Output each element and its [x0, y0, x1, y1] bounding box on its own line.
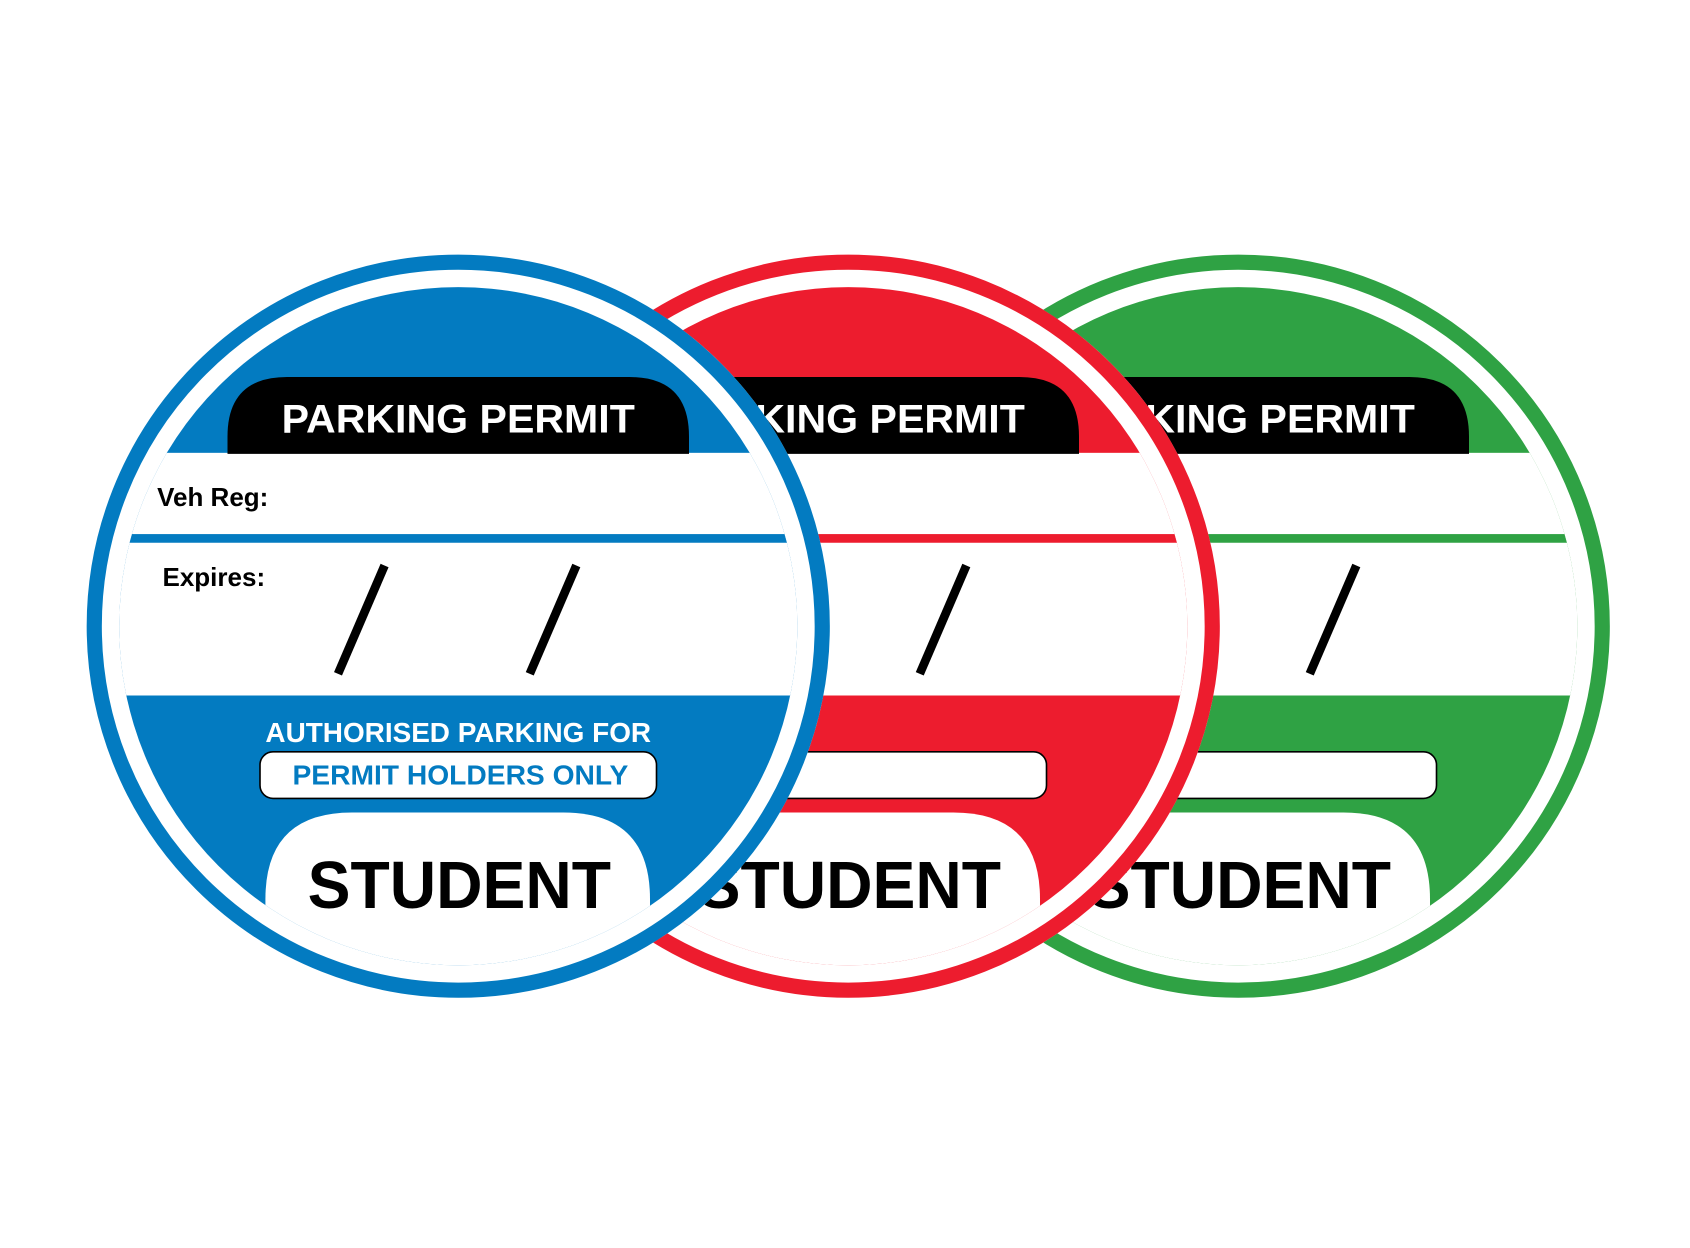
- date-slash-2: [915, 563, 971, 676]
- authorised-text: AUTHORISED PARKING FOR: [265, 717, 651, 748]
- veh-reg-label: Veh Reg:: [157, 482, 268, 512]
- permit-title: PARKING PERMIT: [282, 397, 636, 441]
- permit-white-band: [119, 452, 798, 696]
- permit-outer-ring: [86, 254, 830, 998]
- date-slash-2: [1305, 563, 1361, 676]
- reg-divider-line: [899, 534, 1578, 543]
- category-tab: [265, 812, 650, 966]
- holders-pill: [259, 751, 658, 800]
- permit-blue: PARKING PERMIT Veh Reg: Expires: AUTHORISED…: [86, 254, 830, 998]
- reg-divider-line: [119, 534, 798, 543]
- title-tab: [227, 377, 689, 454]
- date-slash-1: [334, 563, 389, 676]
- category-tab: [1045, 812, 1430, 966]
- expires-label: Expires:: [162, 562, 265, 592]
- holders-text: PERMIT HOLDERS ONLY: [292, 759, 628, 790]
- reg-divider-line: [509, 534, 1188, 543]
- category-text: STUDENT: [308, 848, 611, 923]
- category-tab: [655, 812, 1040, 966]
- date-slash-2: [525, 563, 581, 676]
- category-text: STUDENT: [1088, 848, 1391, 923]
- permit-face: PARKING PERMIT Veh Reg: Expires: AUTHORISED…: [119, 287, 798, 966]
- category-text: STUDENT: [698, 848, 1001, 923]
